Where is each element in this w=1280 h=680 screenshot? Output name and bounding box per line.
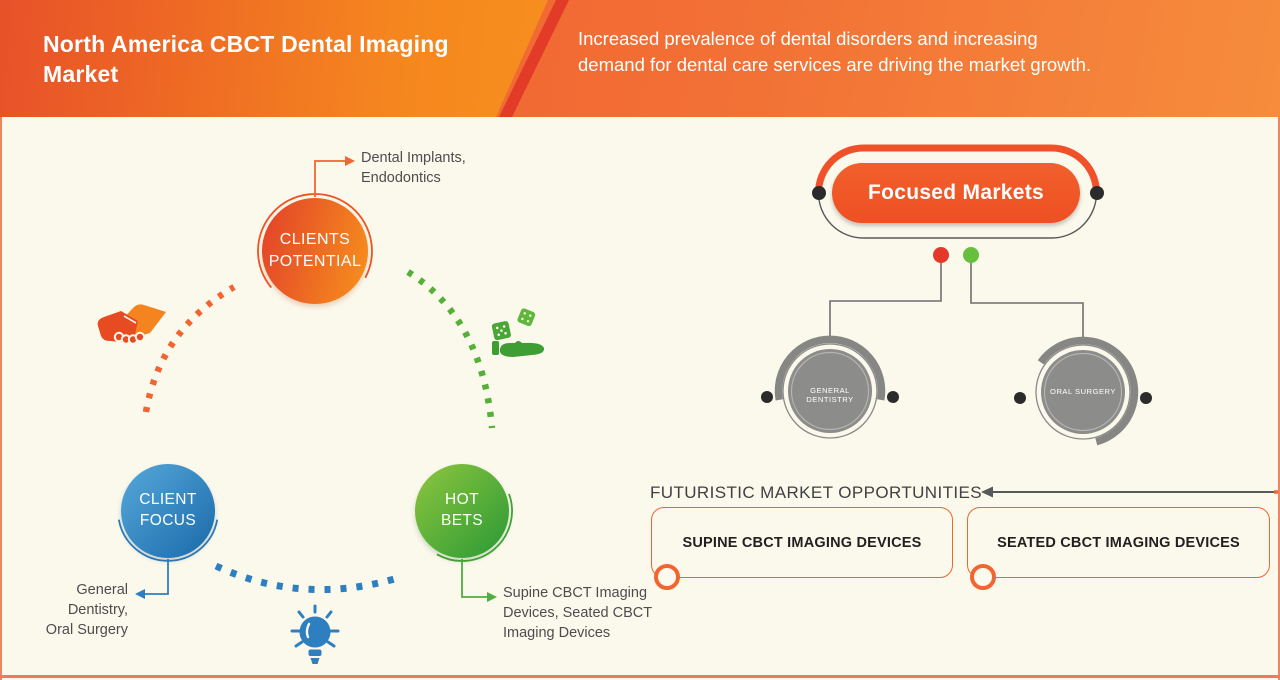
connector-general-dentistry bbox=[829, 263, 942, 341]
header-left-panel bbox=[0, 0, 548, 117]
header-banner: North America CBCT Dental Imaging Market… bbox=[0, 0, 1280, 117]
clients-potential-callout-arrow bbox=[345, 156, 355, 166]
left-border-line bbox=[0, 117, 2, 680]
seated-box-corner-ring bbox=[970, 564, 996, 590]
connector-oral-surgery bbox=[970, 263, 1084, 344]
green-branch-dot bbox=[963, 247, 979, 263]
supine-box-corner-ring bbox=[654, 564, 680, 590]
red-branch-dot bbox=[933, 247, 949, 263]
hot-bets-callout-line bbox=[461, 559, 488, 598]
client-focus-callout-arrow bbox=[135, 589, 145, 599]
pill-right-dot bbox=[1089, 186, 1104, 200]
page-title: North America CBCT Dental Imaging Market bbox=[43, 31, 449, 88]
pill-left-dot bbox=[811, 186, 826, 200]
dice-hand-icon bbox=[489, 307, 551, 365]
client-focus-callout-line bbox=[144, 559, 169, 595]
hot-bets-note: Supine CBCT Imaging Devices, Seated CBCT… bbox=[503, 585, 653, 641]
clients-potential-note: Dental Implants, Endodontics bbox=[361, 150, 466, 186]
oral-surgery-label: ORAL SURGERY bbox=[1050, 387, 1116, 396]
bottom-border-line bbox=[0, 675, 1280, 678]
supine-devices-box: SUPINE CBCT IMAGING DEVICES bbox=[651, 507, 953, 578]
header-subtitle: Increased prevalence of dental disorders… bbox=[578, 28, 1092, 75]
futuristic-heading: FUTURISTIC MARKET OPPORTUNITIES bbox=[650, 483, 982, 502]
right-border-line bbox=[1278, 117, 1280, 680]
general-dentistry-left-dot bbox=[761, 391, 773, 403]
client-focus-note: General Dentistry, Oral Surgery bbox=[45, 582, 128, 638]
hot-bets-circle: HOT BETS bbox=[415, 464, 509, 558]
handshake-icon bbox=[96, 296, 168, 350]
general-dentistry-label: GENERAL DENTISTRY bbox=[806, 386, 854, 405]
oral-surgery-left-dot bbox=[1014, 392, 1026, 404]
clients-potential-callout-line bbox=[314, 160, 346, 197]
general-dentistry-right-dot bbox=[887, 391, 899, 403]
hot-bets-callout-arrow bbox=[487, 592, 497, 602]
dotted-arc-green bbox=[406, 269, 496, 429]
dotted-arc-blue bbox=[214, 562, 399, 594]
clients-potential-circle: CLIENTS POTENTIAL bbox=[262, 198, 368, 304]
lightbulb-icon bbox=[290, 604, 340, 670]
client-focus-circle: CLIENT FOCUS bbox=[121, 464, 215, 558]
seated-devices-box: SEATED CBCT IMAGING DEVICES bbox=[967, 507, 1270, 578]
oral-surgery-right-dot bbox=[1140, 392, 1152, 404]
focused-markets-pill: Focused Markets bbox=[832, 163, 1080, 223]
futuristic-arrow-head bbox=[981, 486, 993, 498]
